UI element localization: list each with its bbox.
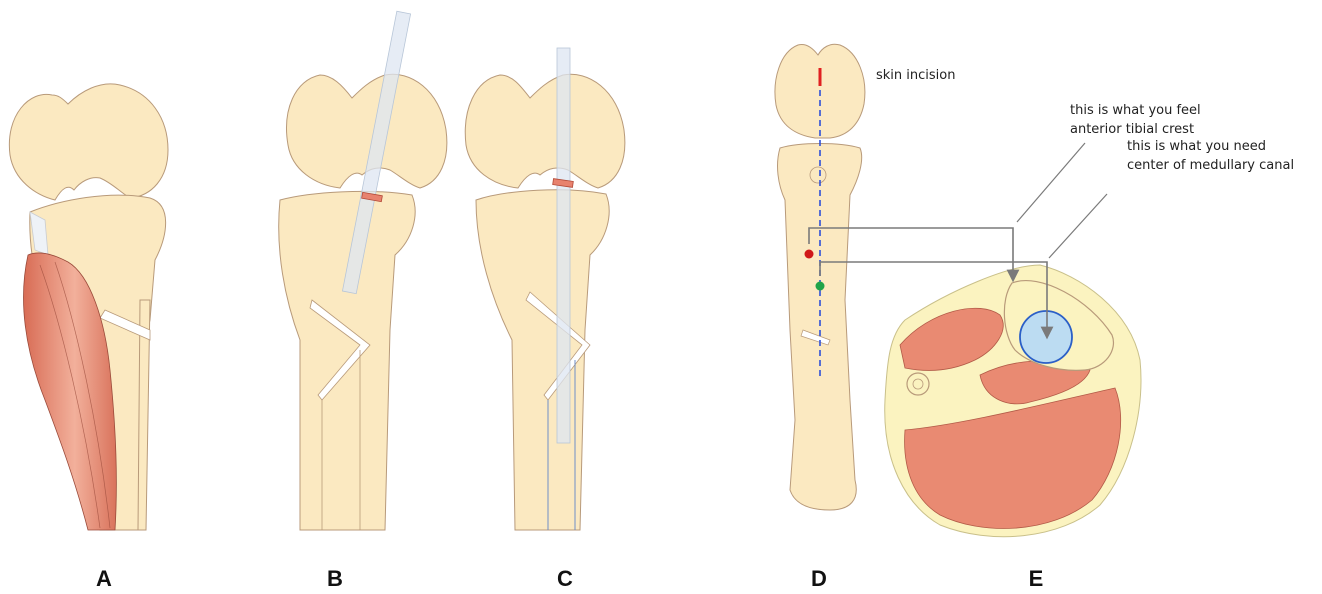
- tibia-plateau-c: [476, 190, 609, 530]
- panel-c-diagram: [465, 48, 625, 530]
- panel-label-e: E: [1006, 566, 1066, 592]
- tibia-long-d: [778, 144, 862, 511]
- need-label-line2: center of medullary canal: [1127, 157, 1294, 174]
- panel-label-a: A: [74, 566, 134, 592]
- anterior-crest-dot: [805, 250, 814, 259]
- panel-label-c: C: [535, 566, 595, 592]
- panel-a-diagram: [9, 84, 168, 530]
- need-leader-line: [1049, 194, 1107, 258]
- feel-label-line1: this is what you feel: [1070, 102, 1201, 119]
- fibula-canal: [913, 379, 923, 389]
- panel-d-diagram: [775, 44, 865, 510]
- panel-label-d: D: [789, 566, 849, 592]
- tibial-tuberosity-d: [810, 167, 826, 183]
- medullary-canal: [1020, 311, 1072, 363]
- need-label-line1: this is what you need: [1127, 138, 1266, 155]
- guide-rod-c: [557, 48, 570, 443]
- femur-condyles-c: [465, 74, 625, 188]
- femur-condyles-a: [9, 84, 168, 200]
- feel-label-line2: anterior tibial crest: [1070, 121, 1194, 138]
- skin-incision-label: skin incision: [876, 67, 955, 84]
- panel-label-b: B: [305, 566, 365, 592]
- panel-e-diagram: [885, 265, 1141, 537]
- panel-b-diagram: [279, 11, 447, 530]
- feel-leader-line: [1017, 143, 1085, 222]
- medullary-center-dot: [816, 282, 825, 291]
